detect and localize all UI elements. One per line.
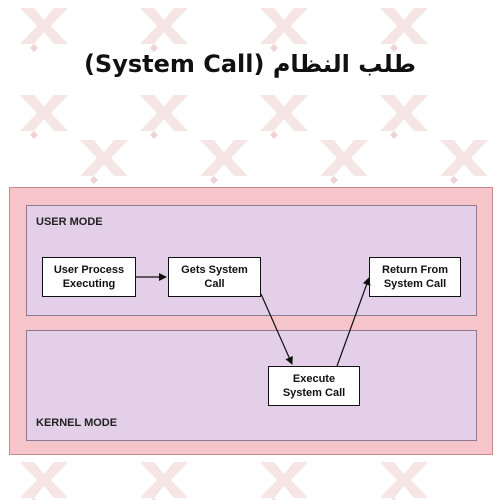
gets-system-call-node: Gets System Call <box>168 257 261 297</box>
arrow-gets-to-execute <box>260 293 293 365</box>
arrow-execute-to-return <box>336 277 371 367</box>
page-title: طلب النظام (System Call) <box>83 50 417 78</box>
user-mode-label: USER MODE <box>36 216 103 228</box>
kernel-mode-region <box>26 330 477 441</box>
kernel-mode-label: KERNEL MODE <box>36 417 118 429</box>
execute-system-call-node: Execute System Call <box>268 366 360 406</box>
user-process-node: User Process Executing <box>42 257 136 297</box>
return-from-system-call-node: Return From System Call <box>369 257 461 297</box>
